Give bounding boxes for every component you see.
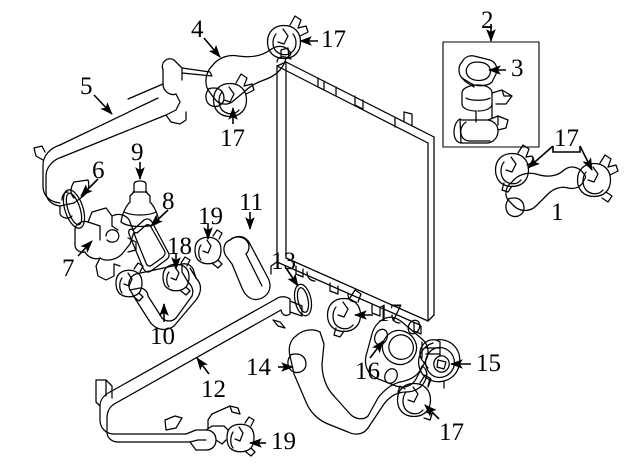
callout-17-f: 17 xyxy=(439,419,464,446)
part-6-o-ring xyxy=(62,189,86,229)
part-8-gasket xyxy=(128,218,170,273)
callout-19-a: 19 xyxy=(198,203,223,230)
callout-16: 16 xyxy=(355,358,380,385)
callout-10: 10 xyxy=(150,323,175,350)
callout-18: 18 xyxy=(167,233,192,260)
part-9-coolant-sensor xyxy=(120,180,160,228)
callout-9: 9 xyxy=(131,139,144,166)
clamp-18 xyxy=(162,256,191,296)
callout-7: 7 xyxy=(62,255,75,282)
callout-19-b: 19 xyxy=(271,428,296,455)
part-2-filler-neck xyxy=(453,84,513,144)
part-12-crossover-pipe xyxy=(95,296,303,451)
clamp-17-mid-right xyxy=(326,289,362,338)
callout-3: 3 xyxy=(511,55,524,82)
callout-1: 1 xyxy=(551,199,564,226)
clamp-17-top xyxy=(266,15,309,60)
part-5-coolant-pipe xyxy=(33,58,213,219)
clamp-17-under-hose4 xyxy=(212,73,255,118)
callout-17-c: 17 xyxy=(554,125,579,152)
clamp-19-upper xyxy=(194,229,223,269)
callout-15: 15 xyxy=(476,350,501,377)
clamp-19-left xyxy=(115,262,144,302)
part-11-heater-hose-upper xyxy=(223,235,271,301)
part-1-upper-hose xyxy=(505,166,587,218)
part-3-filler-gasket xyxy=(458,55,498,88)
part-13-o-ring xyxy=(293,283,313,317)
part-15-thermostat xyxy=(417,338,461,389)
callout-17-e: 17 xyxy=(377,300,402,327)
clamp-17-right-of-hose1 xyxy=(576,154,619,203)
part-4-radiator-inlet-hose xyxy=(205,45,292,108)
part-2-inset-box xyxy=(442,41,540,148)
callout-17-a: 17 xyxy=(321,26,346,53)
callout-4: 4 xyxy=(191,16,204,43)
callout-11: 11 xyxy=(239,189,264,216)
clamp-17-left-of-hose1 xyxy=(494,144,535,193)
callout-13: 13 xyxy=(271,248,296,275)
callout-5: 5 xyxy=(80,73,93,100)
part-10-heater-hose-lower xyxy=(128,263,202,331)
callout-14: 14 xyxy=(246,354,271,381)
callout-17-b: 17 xyxy=(220,125,245,152)
callout-6: 6 xyxy=(92,157,105,184)
callout-12: 12 xyxy=(201,376,226,403)
callout-8: 8 xyxy=(162,188,175,215)
radiator-core xyxy=(270,47,435,335)
clamp-19-bottom xyxy=(226,416,256,457)
callout-2: 2 xyxy=(481,7,494,34)
